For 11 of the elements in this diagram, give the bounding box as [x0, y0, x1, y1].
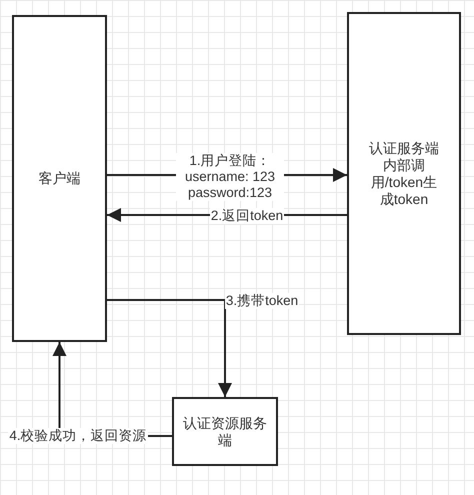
process-box	[12, 15, 107, 342]
node-label: 认证资源服务端	[182, 414, 268, 448]
process-box	[347, 12, 461, 335]
edge-label: 3.携带token	[224, 293, 300, 309]
process-box	[172, 397, 278, 466]
arrow	[107, 299, 232, 397]
edge-label: 4.校验成功，返回资源	[8, 428, 148, 444]
node-label: 客户端	[38, 170, 82, 187]
node-label: 认证服务端内部调用/token生成token	[368, 140, 440, 208]
edge-label: 1.用户登陆： username: 123 password:123	[176, 153, 284, 201]
edge-label: 2.返回token	[210, 208, 284, 224]
